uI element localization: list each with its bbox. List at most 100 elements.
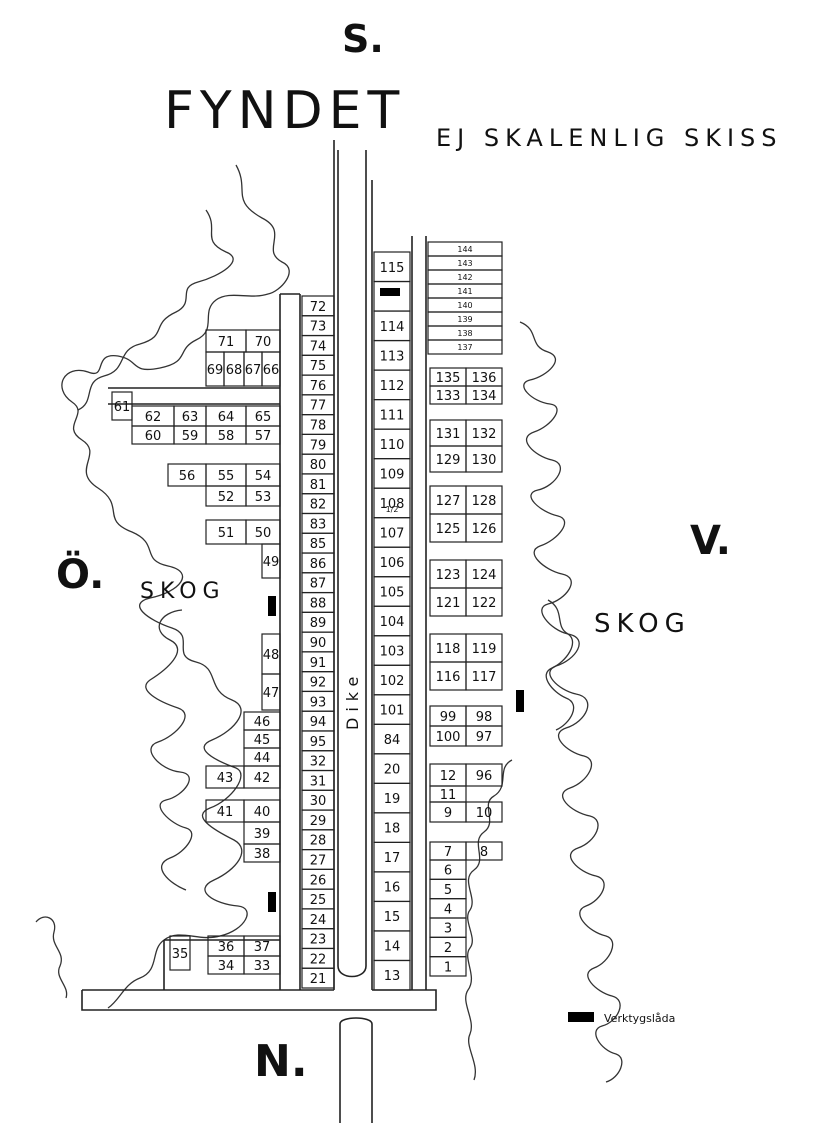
plot-number: 62 [145,410,162,425]
plot-cell [465,385,503,405]
forest-label-left: SKOG [140,579,226,604]
plot-number: 96 [476,769,493,784]
plot-number: 35 [172,947,189,962]
toolbox-marker [268,892,276,912]
plot-number: 14 [384,940,401,955]
side-road-right [411,236,427,990]
plot-number: 24 [310,913,327,928]
plot-number: 40 [254,805,271,820]
plot-number: 56 [179,469,196,484]
plot-cell [465,763,503,787]
plot-number: 73 [310,320,327,335]
plot-number: 63 [182,410,199,425]
plot-number: 115 [380,261,405,276]
plot-number: 52 [218,490,235,505]
plot-number: 15 [384,910,401,925]
plot-cell [465,841,503,861]
toolbox-marker [516,690,524,712]
plot-number: 25 [310,893,327,908]
plot-number: 80 [310,458,327,473]
plot-number: 65 [255,410,272,425]
plot-number: 60 [145,429,162,444]
plot-number: 27 [310,853,327,868]
plot-number: 103 [380,645,405,660]
plot-number: 83 [310,517,327,532]
plot-number: 111 [380,408,405,423]
plot-number: 90 [310,636,327,651]
plot-cell [465,661,503,691]
plot-number: 47 [263,686,280,701]
plot-cell [261,351,281,387]
plot-cell [427,339,503,355]
plot-number: 137 [457,343,472,352]
plot-number: 53 [255,490,272,505]
plot-number: 110 [380,438,405,453]
plot-number: 7 [444,845,452,860]
plot-number: 134 [472,389,497,404]
plot-number: 93 [310,695,327,710]
forest-right-outline [519,321,623,1083]
plot-number: 29 [310,814,327,829]
plot-number: 117 [472,670,497,685]
plot-number: 68 [226,363,243,378]
plot-number: 94 [310,715,327,730]
plot-number: 45 [254,733,271,748]
plot-number: 122 [472,596,497,611]
ditch-label: Dike [343,671,362,730]
plot-number: 34 [218,959,235,974]
forest-left-outline [61,164,290,1009]
plot-number: 11 [440,788,457,803]
plot-number: 129 [436,453,461,468]
plot-number: 112 [380,379,405,394]
plot-number: 66 [263,363,280,378]
plot-cell [465,445,503,473]
branch-road-lower [163,939,280,990]
plot-number: 57 [255,429,272,444]
plot-number: 48 [263,648,280,663]
plot-number: 95 [310,735,327,750]
plot-number: 13 [384,969,401,984]
plot-number: 4 [444,902,452,917]
plot-number: 18 [384,822,401,837]
plot-number: 118 [436,642,461,657]
plot-number: 100 [436,730,461,745]
forest-left-outline-2 [77,209,234,411]
plot-number: 91 [310,656,327,671]
plot-cell [169,935,191,971]
plot-number: 22 [310,952,327,967]
plot-number: 114 [380,320,405,335]
plot-number: 30 [310,794,327,809]
plot-cell [373,280,411,312]
plot-number: 72 [310,300,327,315]
plot-number: 127 [436,494,461,509]
forest-left-outline-4 [35,916,68,999]
plot-note: 1/2 [386,505,399,514]
plot-cell [301,967,335,989]
plot-number: 10 [476,806,493,821]
map-title: FYNDET [164,81,405,141]
plot-cell [261,543,281,579]
branch-road-upper [108,387,280,405]
plot-number: 43 [217,771,234,786]
plot-number: 44 [254,751,271,766]
plot-number: 102 [380,674,405,689]
legend-swatch [568,1012,594,1022]
plot-number: 87 [310,577,327,592]
plot-number: 98 [476,710,493,725]
plot-number: 46 [254,715,271,730]
plot-number: 85 [310,537,327,552]
plot-number: 2 [444,941,452,956]
compass-east: V. [690,518,731,564]
plot-number: 16 [384,881,401,896]
forest-label-right: SKOG [594,609,691,639]
ditch-outline [337,150,367,978]
plot-number: 79 [310,438,327,453]
plot-number: 109 [380,467,405,482]
plot-number: 33 [254,959,271,974]
toolbox-marker [380,288,400,296]
plot-number: 26 [310,873,327,888]
toolbox-marker [268,596,276,616]
plot-cell [465,513,503,543]
plot-number: 123 [436,568,461,583]
plot-cell [243,765,281,789]
